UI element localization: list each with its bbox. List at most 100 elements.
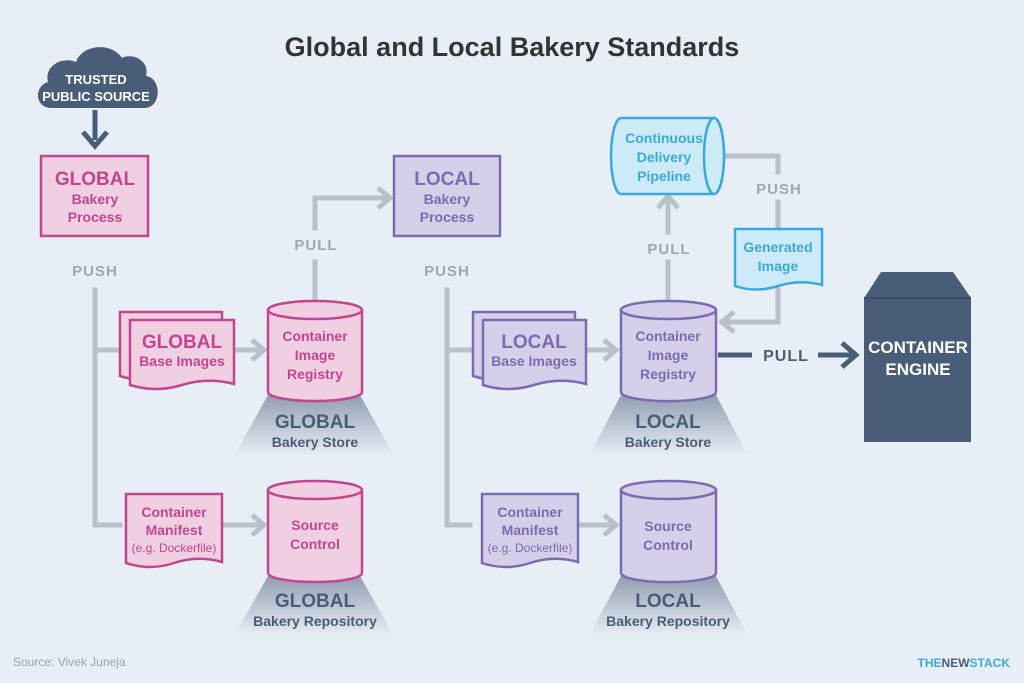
global-base-images: GLOBAL Base Images <box>118 310 236 391</box>
local-source-line2: Control <box>643 537 693 553</box>
local-store-subtitle: Bakery Store <box>625 434 712 450</box>
document-icon <box>480 492 580 569</box>
database-icon <box>619 488 718 584</box>
local-manifest-line1: Container <box>497 504 563 520</box>
global-source-line1: Source <box>291 517 339 533</box>
local-source-control: Source Control LOCAL Bakery Repository <box>589 479 748 636</box>
global-registry-line2: Image <box>295 347 336 363</box>
local-base-images: LOCAL Base Images <box>471 310 588 391</box>
local-bakery-process: LOCAL Bakery Process <box>392 154 502 238</box>
push-label: PUSH <box>72 263 118 280</box>
global-bakery-line2: Process <box>68 209 123 225</box>
global-pull-line-upper <box>312 195 391 231</box>
generated-line2: Image <box>758 258 799 274</box>
local-container-manifest: Container Manifest (e.g. Dockerfile) <box>480 492 580 569</box>
generated-to-registry-arrowhead <box>718 310 736 334</box>
source-credit: Source: Vivek Juneja <box>13 655 126 669</box>
global-bakery-box <box>39 154 150 238</box>
generated-line1: Generated <box>743 239 812 255</box>
engine-box <box>864 272 971 442</box>
global-manifest-line3: (e.g. Dockerfile) <box>132 541 217 555</box>
pull-label: PULL <box>763 348 809 365</box>
push-label: PUSH <box>424 263 470 280</box>
database-top <box>266 299 364 321</box>
engine-line2: ENGINE <box>885 360 950 379</box>
local-repo-subtitle: Bakery Repository <box>606 613 730 629</box>
local-registry-line2: Image <box>648 347 689 363</box>
spotlight-beam <box>589 395 748 456</box>
local-registry: Container Image Registry LOCAL Bakery St… <box>589 299 748 456</box>
global-registry: Container Image Registry GLOBAL Bakery S… <box>234 299 394 456</box>
spotlight-beam <box>234 576 394 636</box>
local-store-title: LOCAL <box>635 412 701 433</box>
trusted-source-line1: TRUSTED <box>65 72 126 87</box>
generated-to-registry-line <box>719 287 781 325</box>
generated-image: Generated Image <box>733 227 824 291</box>
global-repo-subtitle: Bakery Repository <box>253 613 377 629</box>
engine-pull-connector: PULL <box>718 341 860 369</box>
document-icon <box>124 492 224 569</box>
global-bakery-title: GLOBAL <box>55 169 136 190</box>
local-manifest-to-source-arrowhead <box>602 513 620 537</box>
local-repo-title: LOCAL <box>635 591 701 612</box>
cd-push-line <box>722 153 781 175</box>
document-front <box>481 318 588 391</box>
global-store-subtitle: Bakery Store <box>272 434 359 450</box>
local-source-line1: Source <box>644 518 692 534</box>
local-bakery-title: LOCAL <box>414 169 480 190</box>
cd-pipeline: Continuous Delivery Pipeline <box>609 116 726 196</box>
page-title: Global and Local Bakery Standards <box>285 32 740 62</box>
global-source-line2: Control <box>290 536 340 552</box>
database-top <box>619 479 718 501</box>
container-engine: CONTAINER ENGINE <box>864 272 971 442</box>
global-store-title: GLOBAL <box>275 412 356 433</box>
trusted-source-line2: PUBLIC SOURCE <box>42 89 150 104</box>
global-manifest-line2: Manifest <box>146 522 203 538</box>
local-registry-line1: Container <box>635 328 701 344</box>
database-icon <box>619 308 718 403</box>
brand-text: THENEWSTACK <box>918 656 1011 670</box>
database-icon <box>266 488 364 584</box>
cloud-arrow-head <box>81 130 109 150</box>
cd-pull-arrowhead <box>656 192 680 210</box>
global-container-manifest: Container Manifest (e.g. Dockerfile) <box>124 492 224 569</box>
local-push-trunk <box>444 287 473 528</box>
local-bakery-line2: Process <box>420 209 475 225</box>
global-source-control: Source Control GLOBAL Bakery Repository <box>234 479 394 636</box>
local-manifest-line2: Manifest <box>502 522 559 538</box>
global-bakery-line1: Bakery <box>72 191 119 207</box>
cd-line2: Delivery <box>637 149 692 165</box>
spotlight-beam <box>589 576 748 636</box>
global-pull-arrowhead <box>376 186 394 210</box>
cd-line3: Pipeline <box>637 168 691 184</box>
push-label: PUSH <box>756 181 802 198</box>
database-icon <box>266 308 364 403</box>
global-images-label: Base Images <box>139 353 225 369</box>
local-images-label: Base Images <box>491 353 577 369</box>
global-registry-line1: Container <box>282 328 348 344</box>
local-images-title: LOCAL <box>501 332 567 353</box>
pipeline-end <box>702 116 726 196</box>
cloud-icon <box>37 47 158 108</box>
local-bakery-line1: Bakery <box>424 191 471 207</box>
database-top <box>266 479 364 501</box>
global-manifest-to-source-arrowhead <box>250 513 268 537</box>
global-manifest-line1: Container <box>141 504 207 520</box>
arrow-right-icon <box>840 341 860 369</box>
global-images-to-registry-arrowhead <box>250 338 268 362</box>
local-manifest-line3: (e.g. Dockerfile) <box>488 541 573 555</box>
cd-line1: Continuous <box>625 130 703 146</box>
global-registry-line3: Registry <box>287 366 343 382</box>
document-front <box>128 318 236 391</box>
local-registry-line3: Registry <box>640 366 696 382</box>
spotlight-beam <box>234 395 394 456</box>
local-bakery-box <box>392 154 502 238</box>
database-top <box>619 299 718 321</box>
global-images-title: GLOBAL <box>142 332 223 353</box>
document-icon <box>733 227 824 291</box>
global-repo-title: GLOBAL <box>275 591 356 612</box>
engine-line1: CONTAINER <box>868 338 968 357</box>
local-images-to-registry-arrowhead <box>602 338 620 362</box>
